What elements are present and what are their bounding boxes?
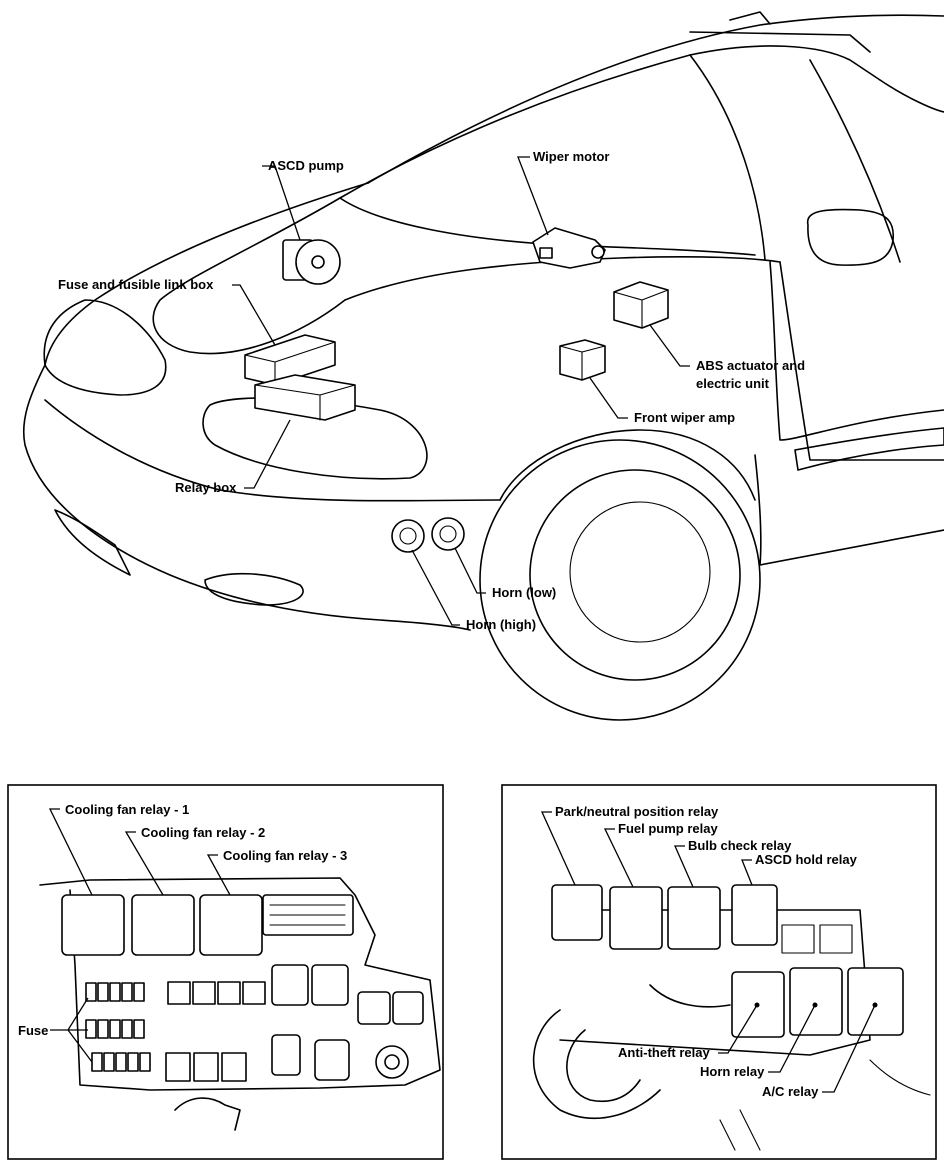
bracket-slot-1 (781, 924, 815, 954)
cooling-fan-relay-1 (61, 894, 125, 956)
ac-relay (847, 967, 904, 1036)
bracket-slot-2 (819, 924, 853, 954)
lower-terminal-1 (165, 1052, 191, 1082)
bumper-crease (44, 399, 501, 502)
label-bulb-check: Bulb check relay (688, 838, 792, 853)
engine-bay-components (244, 227, 669, 553)
cooling-fan-relay-3 (199, 894, 263, 956)
fusible-link-large-3 (357, 991, 391, 1025)
lower-terminal-3 (221, 1052, 247, 1082)
ascd-hold-relay (731, 884, 778, 946)
cooling-fan-relay-2 (131, 894, 195, 956)
leader-ascd-hold (741, 859, 753, 886)
fusible-link-large-2 (311, 964, 349, 1006)
left-panel-frame (7, 784, 444, 1160)
top-leader-lines (232, 156, 690, 626)
label-wiper-motor: Wiper motor (533, 149, 609, 164)
side-mirror (806, 208, 894, 266)
label-ascd-hold: ASCD hold relay (755, 852, 858, 867)
label-ascd-pump: ASCD pump (268, 158, 344, 173)
label-cooling-fan-3: Cooling fan relay - 3 (223, 848, 347, 863)
left-headlight (43, 299, 167, 396)
ascd-pump-icon (282, 239, 341, 285)
label-fuse: Fuse (18, 1023, 48, 1038)
wheel-arch (499, 429, 756, 501)
wheel-rim (529, 469, 741, 681)
car-illustration (22, 11, 944, 721)
hose-outer (532, 1009, 661, 1120)
leader-anti-theft (718, 1004, 758, 1054)
hood-rear-line (344, 255, 781, 301)
leader-park-neutral (540, 811, 576, 886)
label-horn-low: Horn (low) (492, 585, 556, 600)
fog-light-right (204, 572, 304, 606)
label-horn-high: Horn (high) (466, 617, 536, 632)
hood-edge (44, 182, 369, 366)
label-abs-line2: electric unit (696, 376, 770, 391)
wiper-motor-icon (532, 227, 606, 269)
bumper-top (22, 364, 471, 631)
left-panel (7, 784, 444, 1160)
label-front-wiper-amp: Front wiper amp (634, 410, 735, 425)
fuel-pump-relay (609, 886, 663, 950)
leader-cooling-fan-2 (124, 831, 164, 896)
door-line (769, 261, 944, 441)
bulb-check-relay (667, 886, 721, 950)
fuse-array (85, 982, 151, 1072)
horn-relay (789, 967, 843, 1036)
roof-antenna (729, 11, 771, 25)
fusible-link-2 (192, 981, 216, 1005)
lower-terminal-5 (314, 1039, 350, 1081)
leader-bulb-check (674, 845, 694, 888)
hood-crease (152, 197, 346, 355)
roof-line (367, 14, 944, 184)
lower-wiring (719, 1059, 931, 1151)
leader-fuel-pump (603, 828, 634, 888)
sunroof-edge (689, 31, 871, 53)
wheel-hub (569, 501, 711, 643)
fusible-link-4 (242, 981, 266, 1005)
abs-actuator-icon (613, 281, 669, 329)
label-abs-line1: ABS actuator and (696, 358, 805, 373)
label-ac-relay: A/C relay (762, 1084, 819, 1099)
label-fuse-link-box: Fuse and fusible link box (58, 277, 214, 292)
lower-body (754, 454, 944, 566)
label-fuel-pump: Fuel pump relay (618, 821, 718, 836)
fuse-block-housing (39, 877, 441, 1091)
label-cooling-fan-1: Cooling fan relay - 1 (65, 802, 189, 817)
wire-loop (649, 984, 731, 1008)
side-molding (794, 427, 944, 471)
right-panel (501, 784, 937, 1160)
park-neutral-relay (551, 884, 603, 941)
front-tire (479, 439, 761, 721)
windshield-top (339, 45, 881, 199)
leader-horn-relay (768, 1004, 816, 1073)
leader-cooling-fan-3 (206, 854, 231, 896)
label-relay-box: Relay box (175, 480, 237, 495)
horn-low-icon (431, 517, 465, 551)
fusible-link-large-4 (392, 991, 424, 1025)
lower-terminal-2 (193, 1052, 219, 1082)
label-park-neutral: Park/neutral position relay (555, 804, 719, 819)
front-wiper-amp-icon (559, 339, 606, 381)
fusible-link-large-1 (271, 964, 309, 1006)
leader-ac-relay (822, 1004, 876, 1093)
relay-box-icon (254, 374, 356, 421)
label-anti-theft: Anti-theft relay (618, 1045, 711, 1060)
fusible-link-1 (167, 981, 191, 1005)
a-pillar (689, 54, 766, 261)
wiring-harness (174, 1097, 241, 1131)
label-horn-relay: Horn relay (700, 1064, 765, 1079)
fog-light-left (54, 509, 131, 576)
lower-terminal-4 (271, 1034, 301, 1076)
door-frame (809, 59, 901, 263)
leader-cooling-fan-1 (48, 808, 93, 896)
horn-high-icon (391, 519, 425, 553)
label-cooling-fan-2: Cooling fan relay - 2 (141, 825, 265, 840)
rear-roof (879, 79, 944, 113)
fusible-link-3 (217, 981, 241, 1005)
hose-inner (566, 1029, 641, 1102)
